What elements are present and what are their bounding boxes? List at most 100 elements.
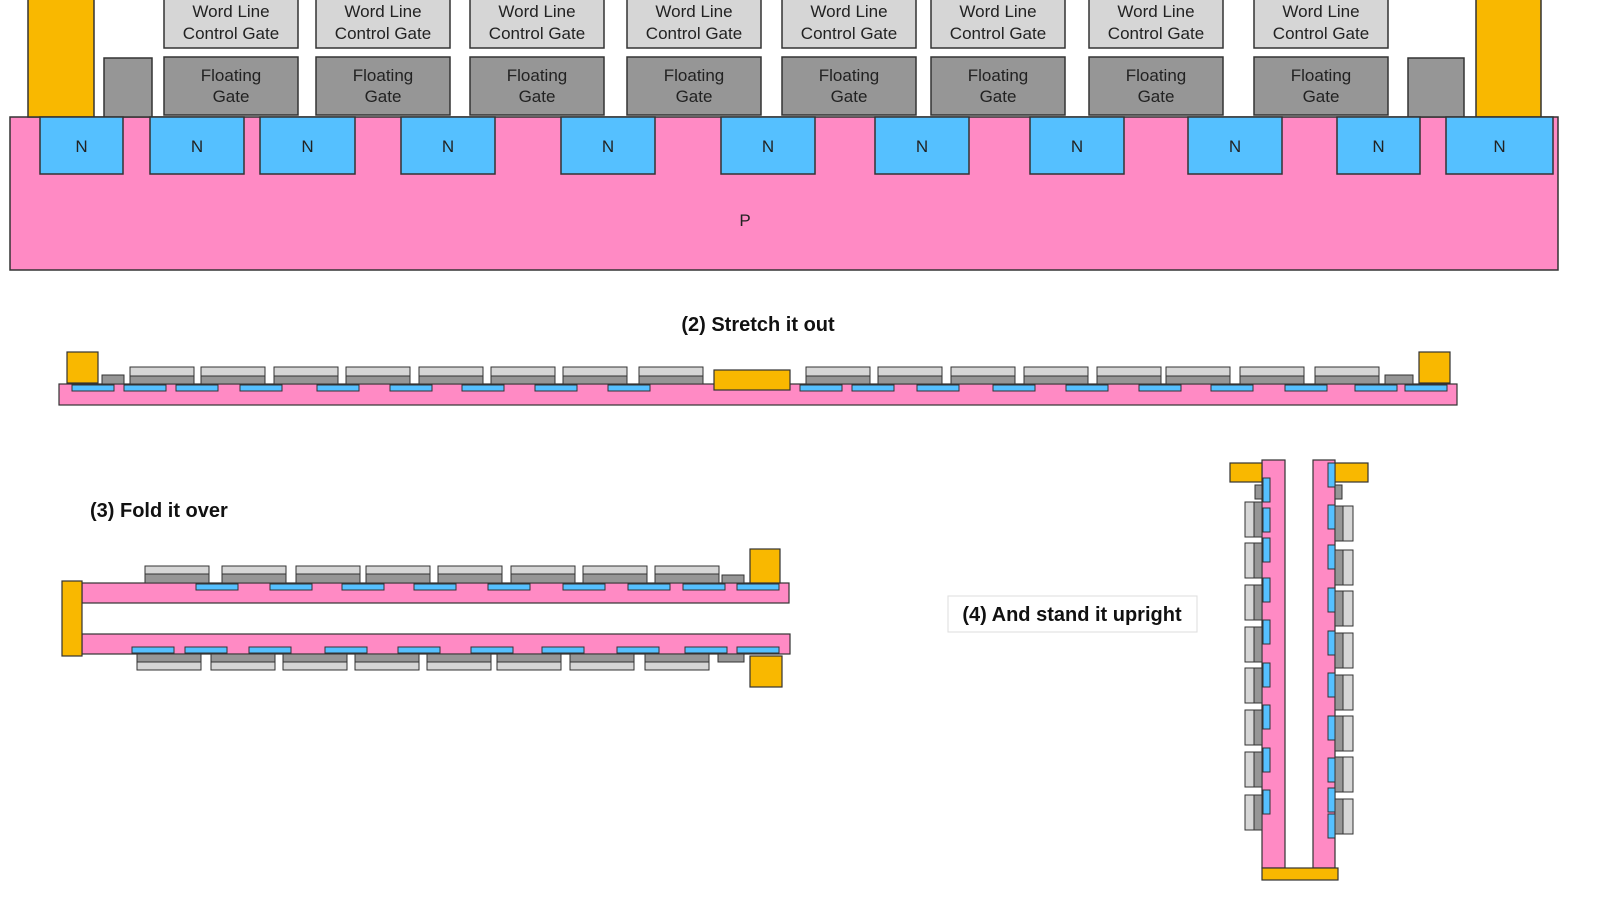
control-gate — [1088, 0, 1224, 49]
control-gate-label: Word Line — [498, 2, 575, 21]
n-region — [389, 384, 433, 392]
upright-label-box — [947, 595, 1198, 633]
n-region — [413, 583, 457, 591]
n-label: N — [191, 137, 203, 156]
n-region — [1210, 384, 1254, 392]
contact-bottom — [749, 655, 783, 688]
floating-gate — [1334, 798, 1344, 835]
n-region — [616, 646, 660, 654]
floating-gate-label: Floating — [1291, 66, 1351, 85]
n-label: N — [301, 137, 313, 156]
control-gate — [569, 661, 635, 671]
floating-gate — [1253, 667, 1263, 704]
n-region — [1262, 662, 1271, 688]
control-gate — [1244, 667, 1255, 704]
floating-gate — [469, 56, 605, 116]
n-region — [607, 384, 651, 392]
control-gate-label: Control Gate — [801, 24, 897, 43]
select-gate — [1334, 484, 1343, 500]
control-gate — [1314, 366, 1380, 377]
control-gate-label: Control Gate — [950, 24, 1046, 43]
stretch-label: (2) Stretch it out — [681, 314, 835, 336]
control-gate-label: Word Line — [655, 2, 732, 21]
select-gate — [721, 574, 745, 584]
control-gate — [654, 565, 720, 575]
stretched-nand-string — [58, 351, 1458, 406]
floating-gate — [1253, 542, 1263, 579]
control-gate — [1244, 626, 1255, 663]
floating-gate — [1334, 505, 1344, 542]
n-region — [259, 116, 356, 175]
floating-gate — [582, 573, 648, 584]
n-label: N — [1229, 137, 1241, 156]
floating-gate-label: Gate — [365, 87, 402, 106]
floating-gate — [1253, 56, 1389, 116]
n-region — [1262, 747, 1271, 773]
n-region — [269, 583, 313, 591]
control-gate — [426, 661, 492, 671]
control-gate-label: Control Gate — [489, 24, 585, 43]
floating-gate — [1314, 375, 1380, 385]
control-gate — [1165, 366, 1231, 377]
floating-gate-label: Floating — [819, 66, 879, 85]
floating-gate — [562, 375, 628, 385]
n-region — [1262, 789, 1271, 815]
n-region — [487, 583, 531, 591]
control-gate — [129, 366, 195, 377]
n-region — [39, 116, 124, 175]
n-region — [736, 583, 780, 591]
control-gate — [273, 366, 339, 377]
control-gate — [1244, 794, 1255, 831]
contact-right — [1475, 0, 1542, 118]
n-region — [874, 116, 970, 175]
floating-gate-label: Gate — [676, 87, 713, 106]
n-region — [799, 384, 843, 392]
floating-gate — [1334, 632, 1344, 669]
n-region — [175, 384, 219, 392]
bottom-contact — [713, 369, 791, 391]
control-gate — [562, 366, 628, 377]
floating-gate — [1023, 375, 1089, 385]
control-gate-label: Control Gate — [335, 24, 431, 43]
control-gate — [469, 0, 605, 49]
control-gate — [490, 366, 556, 377]
control-gate-label: Word Line — [1282, 2, 1359, 21]
floating-gate — [210, 653, 276, 663]
n-region — [1327, 504, 1336, 530]
floating-gate-label: Floating — [1126, 66, 1186, 85]
control-gate — [437, 565, 503, 575]
n-region — [324, 646, 368, 654]
folded-nand-string — [61, 548, 791, 688]
control-gate — [1342, 715, 1354, 752]
floating-gate-label: Gate — [1138, 87, 1175, 106]
control-gate-label: Word Line — [810, 2, 887, 21]
floating-gate — [626, 56, 762, 116]
control-gate — [1342, 798, 1354, 835]
n-region — [720, 116, 816, 175]
floating-gate-label: Gate — [831, 87, 868, 106]
floating-gate — [295, 573, 361, 584]
floating-gate — [1253, 709, 1263, 746]
contact-left — [27, 0, 95, 118]
n-region — [851, 384, 895, 392]
n-region — [71, 384, 115, 392]
control-gate — [950, 366, 1016, 377]
n-label: N — [75, 137, 87, 156]
control-gate — [877, 366, 943, 377]
n-region — [400, 116, 496, 175]
contact-top-left — [1229, 462, 1263, 483]
floating-gate-label: Floating — [968, 66, 1028, 85]
control-gate — [1096, 366, 1162, 377]
floating-gate — [315, 56, 451, 116]
n-region — [992, 384, 1036, 392]
n-region — [1327, 672, 1336, 698]
control-gate — [930, 0, 1066, 49]
floating-gate — [282, 653, 348, 663]
floating-gate-label: Floating — [507, 66, 567, 85]
control-gate — [1244, 584, 1255, 621]
n-region — [1029, 116, 1125, 175]
floating-gate-label: Gate — [213, 87, 250, 106]
floating-gate-label: Floating — [353, 66, 413, 85]
floating-gate — [129, 375, 195, 385]
floating-gate — [781, 56, 917, 116]
